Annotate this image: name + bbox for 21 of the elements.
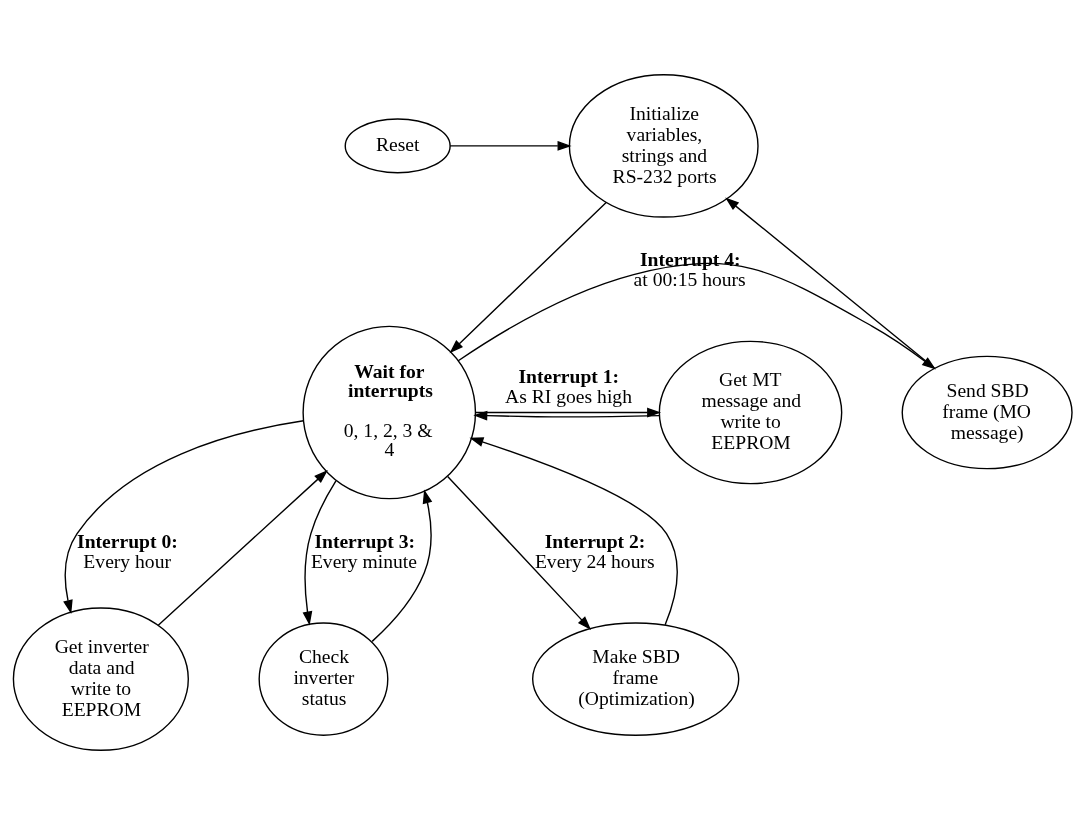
arrow bbox=[725, 197, 935, 369]
arrow bbox=[157, 470, 328, 626]
edge-label: Interrupt 0: Every hour bbox=[77, 530, 178, 572]
node-ellipse: Reset bbox=[344, 118, 451, 174]
node-ellipse: Get inverter data and write to EEPROM bbox=[12, 607, 189, 751]
arrow bbox=[446, 475, 592, 630]
node-ellipse: Initialize variables, strings and RS-232 ports bbox=[568, 74, 759, 218]
arrow bbox=[371, 489, 433, 643]
arrow bbox=[469, 437, 678, 626]
node-ellipse: Check inverter status bbox=[258, 622, 389, 736]
node-circle: Wait for interrupts 0, 1, 2, 3 & 4 bbox=[302, 325, 477, 500]
arrow bbox=[457, 262, 936, 370]
arrow bbox=[63, 420, 305, 614]
edge-label: Interrupt 2: Every 24 hours bbox=[534, 530, 655, 572]
node-ellipse: Get MT message and write to EEPROM bbox=[658, 340, 843, 485]
node-ellipse: Make SBD frame (Optimization) bbox=[531, 622, 740, 736]
edge-label: Interrupt 1: As RI goes high bbox=[505, 366, 632, 407]
arrow bbox=[449, 201, 607, 354]
arrow bbox=[449, 140, 572, 151]
edge-label: Interrupt 3: Every minute bbox=[310, 530, 417, 572]
arrow bbox=[302, 480, 337, 626]
